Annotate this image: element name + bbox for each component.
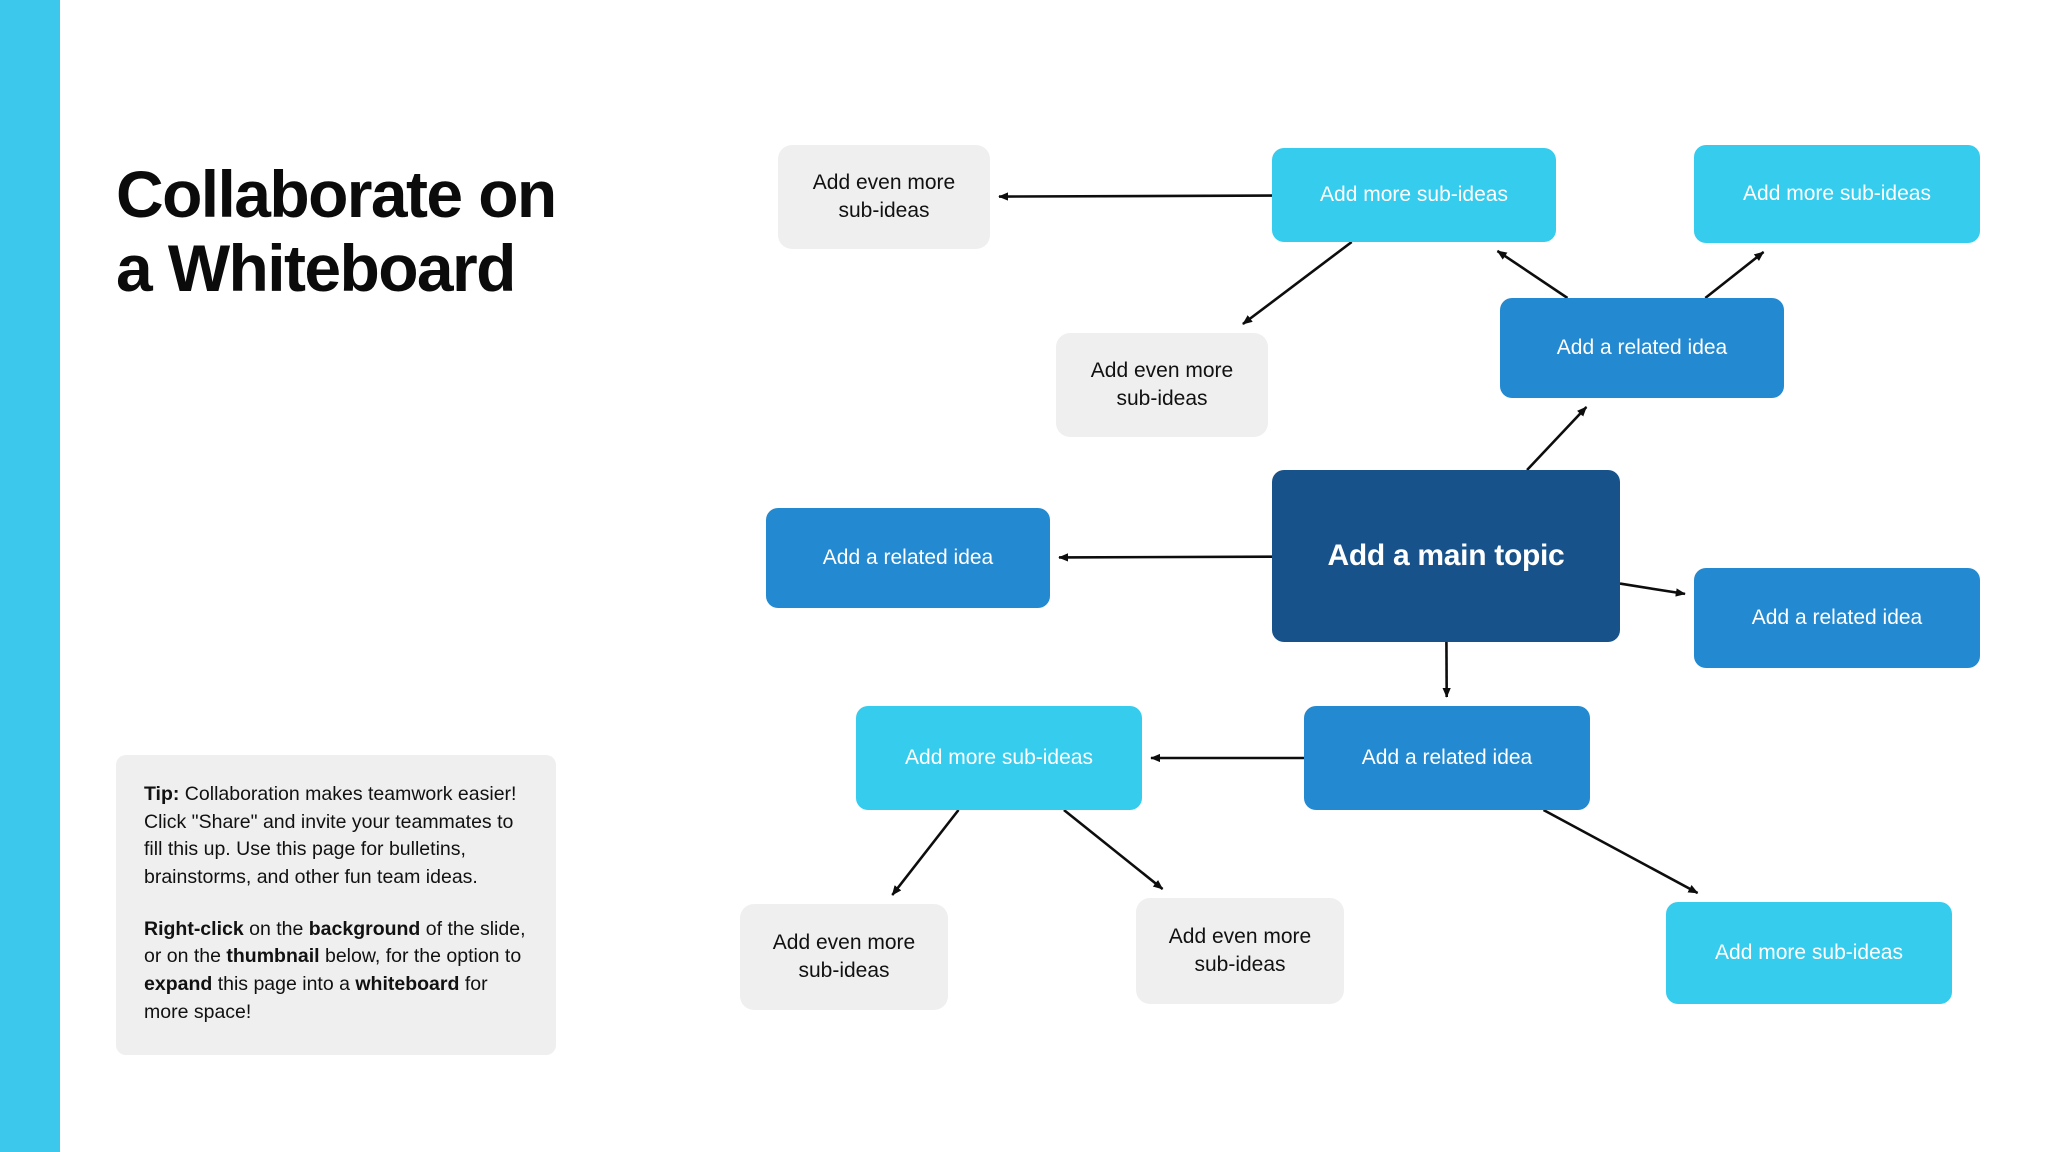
mindmap-edge-n7-to-n8 [1619,582,1686,597]
mindmap-node-n5[interactable]: Add a related idea [1500,298,1784,398]
mindmap-node-label: Add a main topic [1327,539,1565,573]
mindmap-edge-n2-to-n1 [998,192,1273,201]
tip-lead-label: Tip: [144,783,180,805]
tip-bold-right-click: Right-click [144,917,244,940]
mindmap-node-label: Add even more sub-ideas [812,171,956,222]
mindmap-node-n1[interactable]: Add even more sub-ideas [778,145,990,249]
tip-text-2: of the slide, or on the [144,917,526,968]
mindmap-node-label: Add even more sub-ideas [1090,359,1234,410]
tip-paragraph-1: Tip: Collaboration makes teamwork easier… [144,781,528,892]
mindmap-node-n3[interactable]: Add more sub-ideas [1694,145,1980,243]
mindmap-node-n6[interactable]: Add a related idea [766,508,1050,608]
tip-text-1: on the [243,917,309,940]
mindmap-edge-n9-to-n12 [1063,808,1164,891]
mindmap-edge-n9-to-n11 [891,809,960,896]
tip-bold-expand: expand [144,973,213,996]
mindmap-node-n12[interactable]: Add even more sub-ideas [1136,898,1344,1004]
mindmap-node-label: Add more sub-ideas [1320,183,1508,207]
tip-callout-box: Tip: Collaboration makes teamwork easier… [116,755,556,1055]
page-title: Collaborate on a Whiteboard [116,157,696,306]
mindmap-node-label: Add a related idea [822,546,994,570]
tip-bold-whiteboard: whiteboard [355,973,460,996]
mindmap-node-n4[interactable]: Add even more sub-ideas [1056,333,1268,437]
mindmap-edge-n7-to-n5 [1526,406,1588,471]
left-accent-bar [0,0,60,1152]
tip-text-3: below, for the option to [319,945,522,968]
mindmap-edge-n2-to-n4 [1242,240,1353,326]
tip-text-4: this page into a [212,973,356,996]
page-title-line-2: a Whiteboard [116,231,516,306]
mindmap-node-n11[interactable]: Add even more sub-ideas [740,904,948,1010]
mindmap-node-n13[interactable]: Add more sub-ideas [1666,902,1952,1004]
tip-bold-thumbnail: thumbnail [226,945,320,968]
tip-paragraph-1-text: Collaboration makes teamwork easier! Cli… [144,783,517,889]
mindmap-edge-n7-to-n6 [1058,553,1273,562]
mindmap-node-label: Add more sub-ideas [1743,182,1931,206]
tip-bold-background: background [308,917,421,940]
mindmap-node-n2[interactable]: Add more sub-ideas [1272,148,1556,242]
mindmap-node-n9[interactable]: Add more sub-ideas [856,706,1142,810]
mindmap-node-label: Add a related idea [1361,746,1533,770]
mindmap-node-label: Add a related idea [1556,336,1728,360]
mindmap-node-label: Add even more sub-ideas [1168,925,1312,976]
mindmap-edge-n5-to-n2 [1496,249,1569,300]
tip-paragraph-2: Right-click on the background of the sli… [144,916,528,1027]
mindmap-node-label: Add a related idea [1751,606,1923,630]
mindmap-node-n8[interactable]: Add a related idea [1694,568,1980,668]
mindmap-node-label: Add even more sub-ideas [772,931,916,982]
tip-text-5: for more space! [144,973,488,1023]
mindmap-node-label: Add more sub-ideas [905,746,1093,770]
page-title-line-1: Collaborate on [116,157,557,232]
mindmap-node-n10[interactable]: Add a related idea [1304,706,1590,810]
mindmap-edge-n5-to-n3 [1704,250,1765,300]
mindmap-node-n7[interactable]: Add a main topic [1272,470,1620,642]
mindmap-edge-n10-to-n13 [1542,808,1699,895]
mindmap-node-label: Add more sub-ideas [1715,941,1903,965]
